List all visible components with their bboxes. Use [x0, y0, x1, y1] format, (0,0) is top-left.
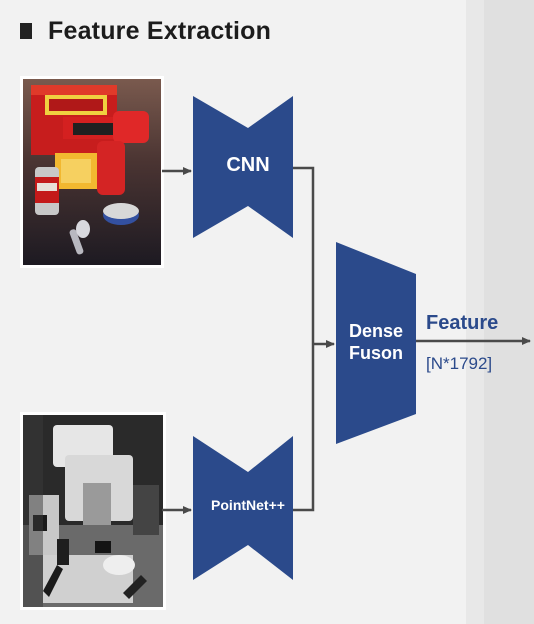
cnn-label: CNN — [226, 154, 270, 176]
fusion-label-line1: Dense — [348, 321, 404, 341]
output-dimension-label: [N*1792] — [426, 354, 493, 373]
depth-map-photo — [23, 415, 163, 607]
rgb-image — [20, 76, 164, 268]
fusion-block — [336, 242, 416, 444]
square-bullet-icon — [20, 23, 32, 39]
pointnet-block — [193, 436, 293, 580]
section-header: Feature Extraction — [20, 14, 271, 48]
cnn-connector — [293, 166, 315, 512]
pointnet-label: PointNet++ — [211, 497, 285, 513]
fusion-label-line2: Fuson — [349, 343, 403, 363]
side-strip — [484, 0, 534, 624]
output-feature-label: Feature — [426, 312, 499, 334]
rgb-scene-photo — [23, 79, 161, 265]
cnn-block — [193, 96, 293, 238]
fusion-label: Dense Fuson — [336, 320, 416, 364]
depth-image — [20, 412, 166, 610]
section-title: Feature Extraction — [48, 16, 272, 45]
